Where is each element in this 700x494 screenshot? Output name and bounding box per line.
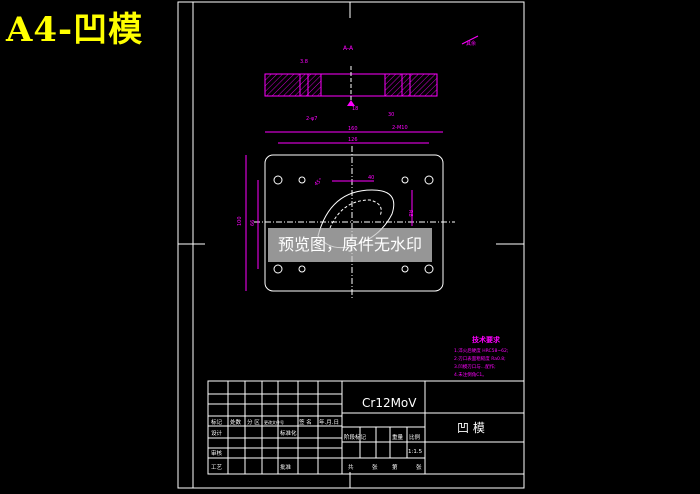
header-cell: 处数 xyxy=(230,418,242,426)
sheet-unit: 张 xyxy=(416,463,422,471)
review-label: 审核 xyxy=(211,449,223,457)
scale-header: 比例 xyxy=(409,433,421,441)
part-name: 凹 模 xyxy=(457,421,485,435)
dim-slot-width: 40 xyxy=(368,175,374,181)
dim-inner-height: 66 xyxy=(250,220,256,226)
standard-label: 标准化 xyxy=(280,429,297,437)
dim-holes: 2-φ7 xyxy=(306,116,317,122)
title-block xyxy=(207,380,525,475)
weight-header: 重量 xyxy=(392,433,404,441)
process-label: 工艺 xyxy=(211,464,223,471)
inner-border xyxy=(192,1,525,489)
dim-thick: 30 xyxy=(388,112,394,118)
dim-radius: R8 xyxy=(407,210,413,217)
header-cell: 标记 xyxy=(211,418,223,426)
drawing-title: A4-凹模 xyxy=(6,10,144,50)
scale-value: 1:1.5 xyxy=(408,449,423,455)
material-text: Cr12MoV xyxy=(362,396,417,410)
roughness-note: 其余 xyxy=(466,40,476,47)
plan-view: 160 2-M10 126 40 100 66 R8 45° xyxy=(237,125,455,298)
tech-req-line: 3.凹模刃口与...配作; xyxy=(454,363,496,370)
dim-slot: 18 xyxy=(352,106,358,112)
title-block-text: Cr12MoV 凹 模 标记 处数 分 区 更改文件号 签 名 年.月.日 设计… xyxy=(211,396,485,471)
header-cell: 分 区 xyxy=(247,418,260,426)
design-label: 设计 xyxy=(211,429,223,437)
header-cell: 签 名 xyxy=(299,418,312,426)
tech-req-line: 1.淬火后硬度 HRC58~62; xyxy=(454,347,508,354)
sheet-no-label: 第 xyxy=(392,463,398,471)
preview-watermark: 预览图，原件无水印 xyxy=(268,228,432,262)
tech-req-line: 2.刃口表面粗糙度 Ra0.8; xyxy=(454,355,506,362)
approve-label: 批准 xyxy=(280,463,292,471)
stage-header: 阶段标记 xyxy=(344,433,367,441)
tech-req-line: 4.未注倒角C1。 xyxy=(454,371,487,378)
dim-inner-width: 126 xyxy=(348,137,358,143)
section-label: A-A xyxy=(343,45,354,52)
dim-depth: 3.8 xyxy=(300,59,308,65)
header-cell: 更改文件号 xyxy=(264,419,284,425)
dim-bolt: 2-M10 xyxy=(392,125,408,131)
dim-angle: 45° xyxy=(313,177,324,188)
tech-req-heading: 技术要求 xyxy=(472,335,501,344)
dim-overall-height: 100 xyxy=(237,216,243,226)
section-view: A-A 3.8 2-φ7 18 30 其余 xyxy=(264,35,479,122)
sheets-total-label: 共 xyxy=(348,463,354,471)
header-cell: 年.月.日 xyxy=(319,418,339,426)
tech-requirements: 技术要求 1.淬火后硬度 HRC58~62; 2.刃口表面粗糙度 Ra0.8; … xyxy=(454,335,508,378)
dim-overall-width: 160 xyxy=(348,126,358,132)
sheets-unit: 张 xyxy=(372,463,378,471)
